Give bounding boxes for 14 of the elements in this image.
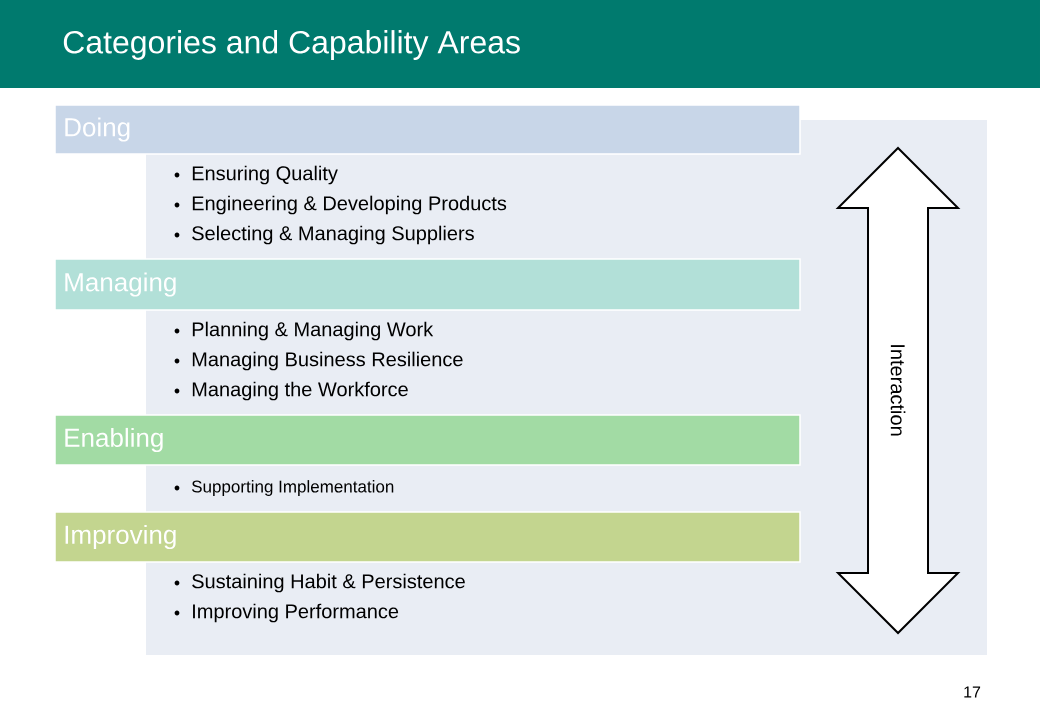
slide-title: Categories and Capability Areas: [63, 30, 520, 60]
category-band: Managing: [54, 258, 801, 311]
bullet-item: Improving Performance: [174, 603, 399, 623]
category-band: Enabling: [54, 414, 801, 466]
bullet-item: Planning & Managing Work: [174, 321, 434, 341]
bullet-item: Ensuring Quality: [174, 165, 338, 185]
bullet-item: Selecting & Managing Suppliers: [174, 225, 474, 245]
bullet-item: Engineering & Developing Products: [174, 195, 507, 215]
bullet-item: Sustaining Habit & Persistence: [174, 573, 465, 593]
page-number: 17: [964, 686, 981, 698]
category-band: Improving: [54, 511, 801, 563]
bullet-item: Supporting Implementation: [174, 480, 394, 496]
bullet-item: Managing the Workforce: [174, 381, 408, 401]
bullet-item: Managing Business Resilience: [174, 351, 463, 371]
